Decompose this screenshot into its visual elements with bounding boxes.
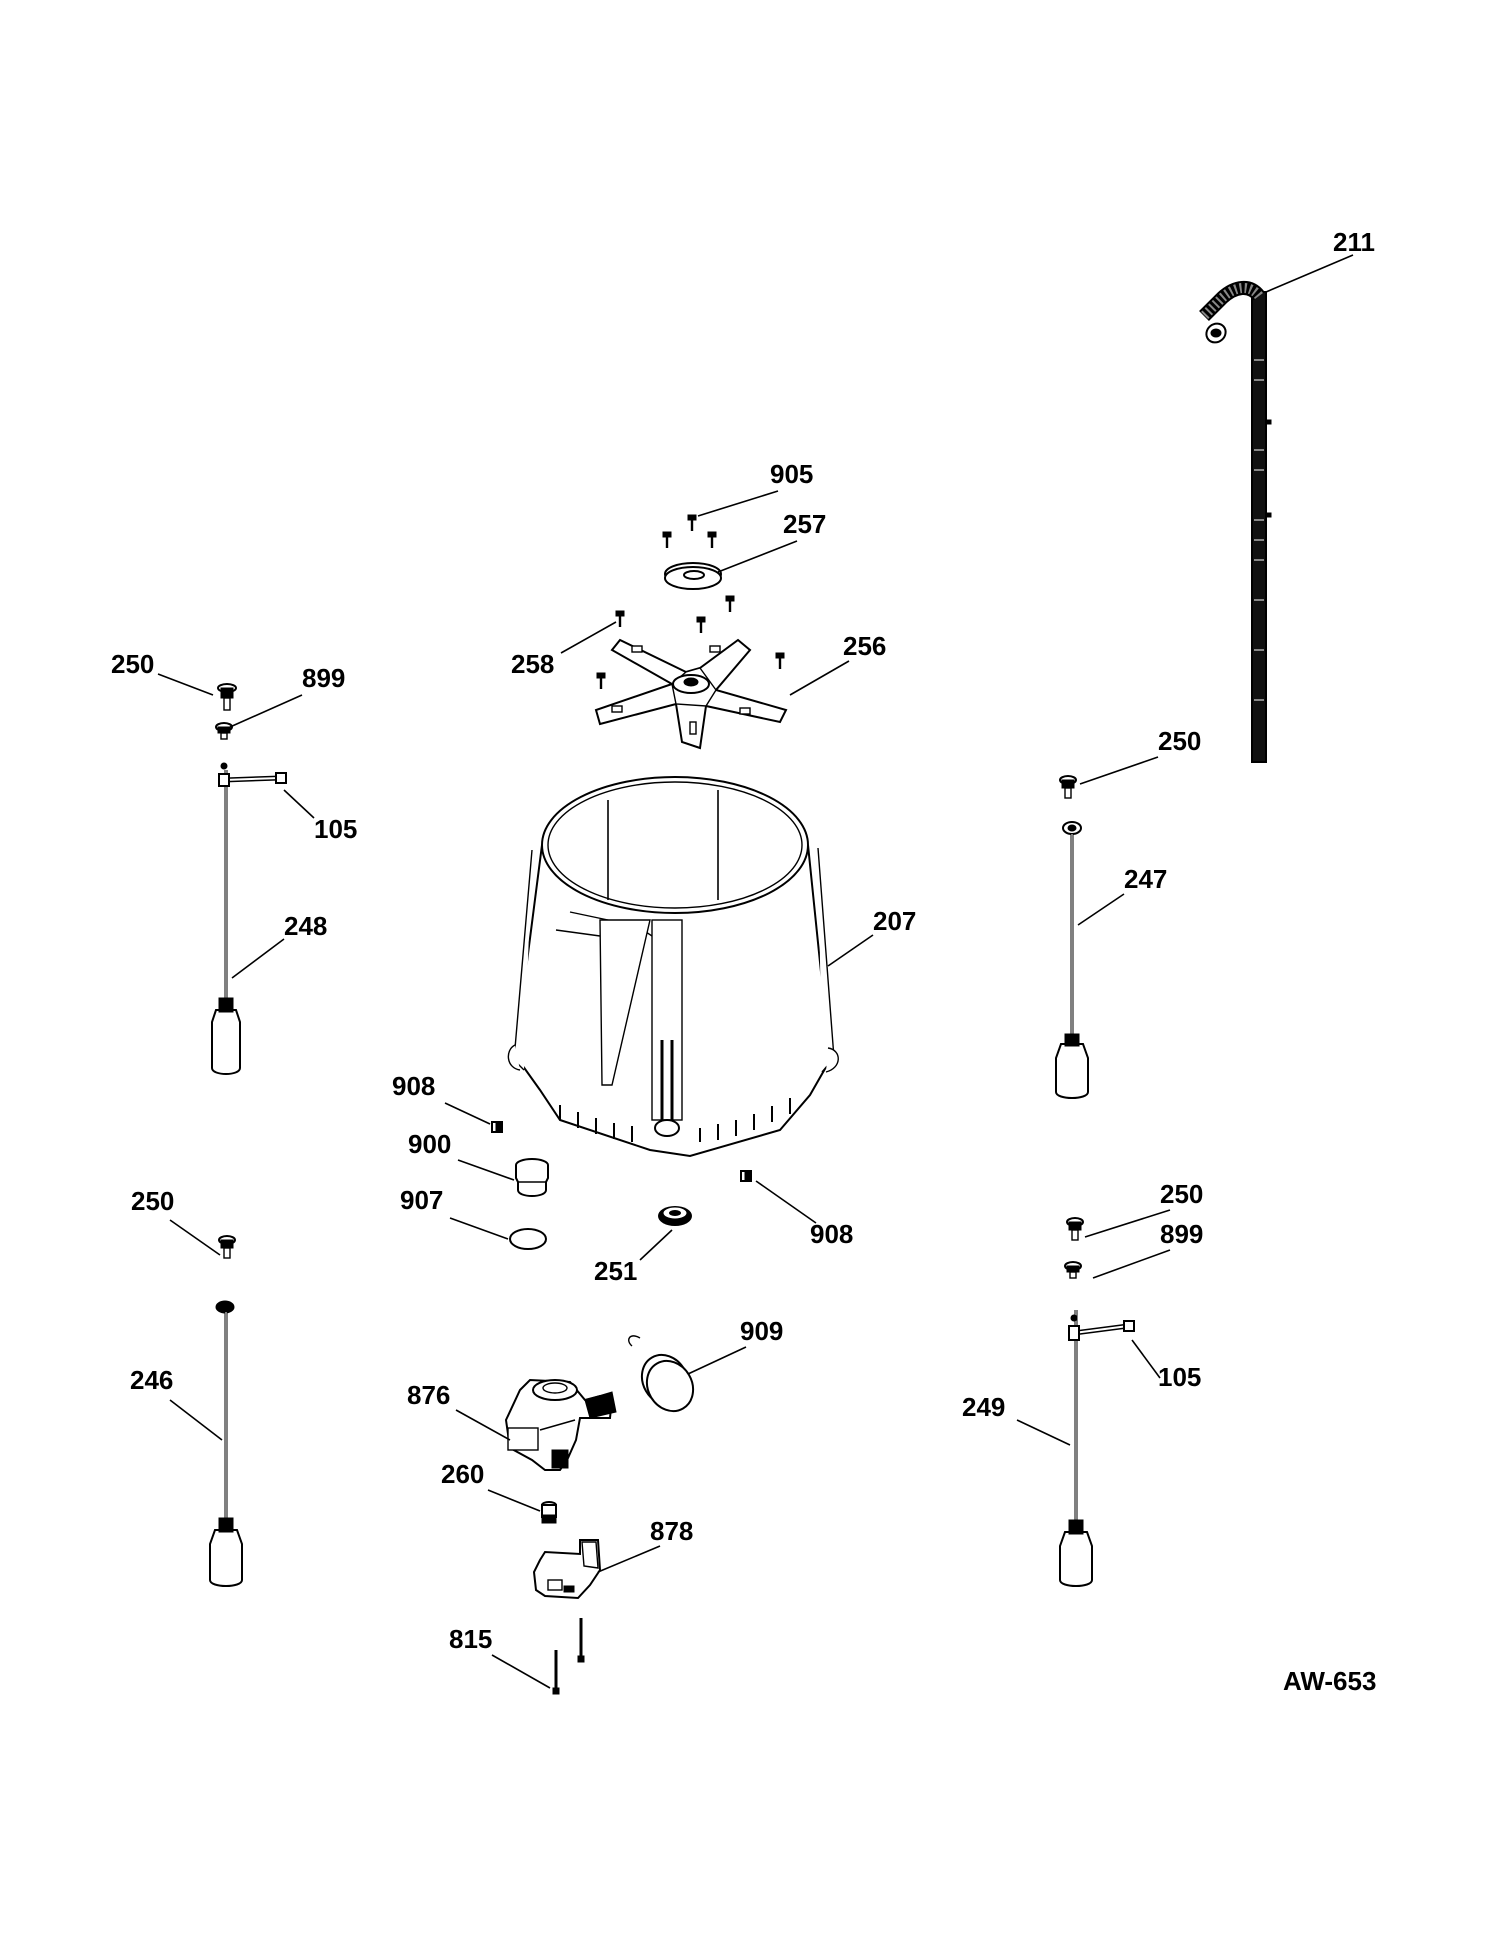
callout-250-b: 250 (1158, 726, 1201, 756)
callout-250-d: 250 (1160, 1179, 1203, 1209)
callout-250-c: 250 (131, 1186, 174, 1216)
callout-878: 878 (650, 1516, 693, 1546)
cap-900[interactable] (515, 1158, 549, 1197)
callout-250-a: 250 (111, 649, 154, 679)
nut-250-c[interactable] (218, 1235, 236, 1259)
callout-900: 900 (408, 1129, 451, 1159)
screws-258[interactable] (596, 595, 785, 689)
rod-hook-105-a[interactable] (218, 762, 287, 787)
nut-250-b[interactable] (1059, 775, 1077, 799)
callout-907: 907 (400, 1185, 443, 1215)
callout-248: 248 (284, 911, 327, 941)
callout-247: 247 (1124, 864, 1167, 894)
diagram-code: AW-653 (1283, 1666, 1376, 1696)
rod-248[interactable] (211, 770, 241, 1075)
nut-899-a[interactable] (215, 722, 233, 740)
nut-899-b[interactable] (1064, 1261, 1082, 1279)
callout-256: 256 (843, 631, 886, 661)
seal-251[interactable] (658, 1206, 692, 1226)
callout-105-b: 105 (1158, 1362, 1201, 1392)
callout-899-a: 899 (302, 663, 345, 693)
callout-909: 909 (740, 1316, 783, 1346)
o-ring-907[interactable] (509, 1228, 547, 1250)
callout-815: 815 (449, 1624, 492, 1654)
drain-hose-211[interactable] (1199, 281, 1272, 763)
callout-908-b: 908 (810, 1219, 853, 1249)
callout-246: 246 (130, 1365, 173, 1395)
spider-256[interactable] (594, 638, 788, 750)
hose-clamp-909[interactable] (628, 1335, 702, 1420)
pump-bracket-878[interactable] (532, 1539, 602, 1600)
rod-247[interactable] (1055, 821, 1089, 1099)
screws-815[interactable] (552, 1618, 585, 1695)
callout-249: 249 (962, 1392, 1005, 1422)
callout-905: 905 (770, 459, 813, 489)
screw-260[interactable] (541, 1501, 557, 1524)
rod-246[interactable] (209, 1300, 243, 1587)
callout-251: 251 (594, 1256, 637, 1286)
callout-labels: 211 905 257 258 256 250 899 105 248 250 … (111, 227, 1376, 1696)
clip-908-a[interactable] (491, 1121, 503, 1133)
rod-hook-105-b[interactable] (1068, 1314, 1135, 1341)
screws-905[interactable] (662, 514, 717, 548)
callout-207: 207 (873, 906, 916, 936)
clip-908-b[interactable] (740, 1170, 752, 1182)
callout-260: 260 (441, 1459, 484, 1489)
callout-876: 876 (407, 1380, 450, 1410)
drain-pump-876[interactable] (504, 1378, 617, 1471)
callout-211: 211 (1333, 227, 1375, 257)
leader-lines (157, 254, 1354, 1689)
nut-250-a[interactable] (217, 683, 237, 711)
outer-tub-207[interactable] (507, 776, 839, 1158)
washer-257[interactable] (664, 562, 722, 590)
callout-257: 257 (783, 509, 826, 539)
nut-250-d[interactable] (1066, 1217, 1084, 1241)
callout-105-a: 105 (314, 814, 357, 844)
callout-899-b: 899 (1160, 1219, 1203, 1249)
callout-258: 258 (511, 649, 554, 679)
callout-908-a: 908 (392, 1071, 435, 1101)
rod-249[interactable] (1059, 1310, 1093, 1587)
